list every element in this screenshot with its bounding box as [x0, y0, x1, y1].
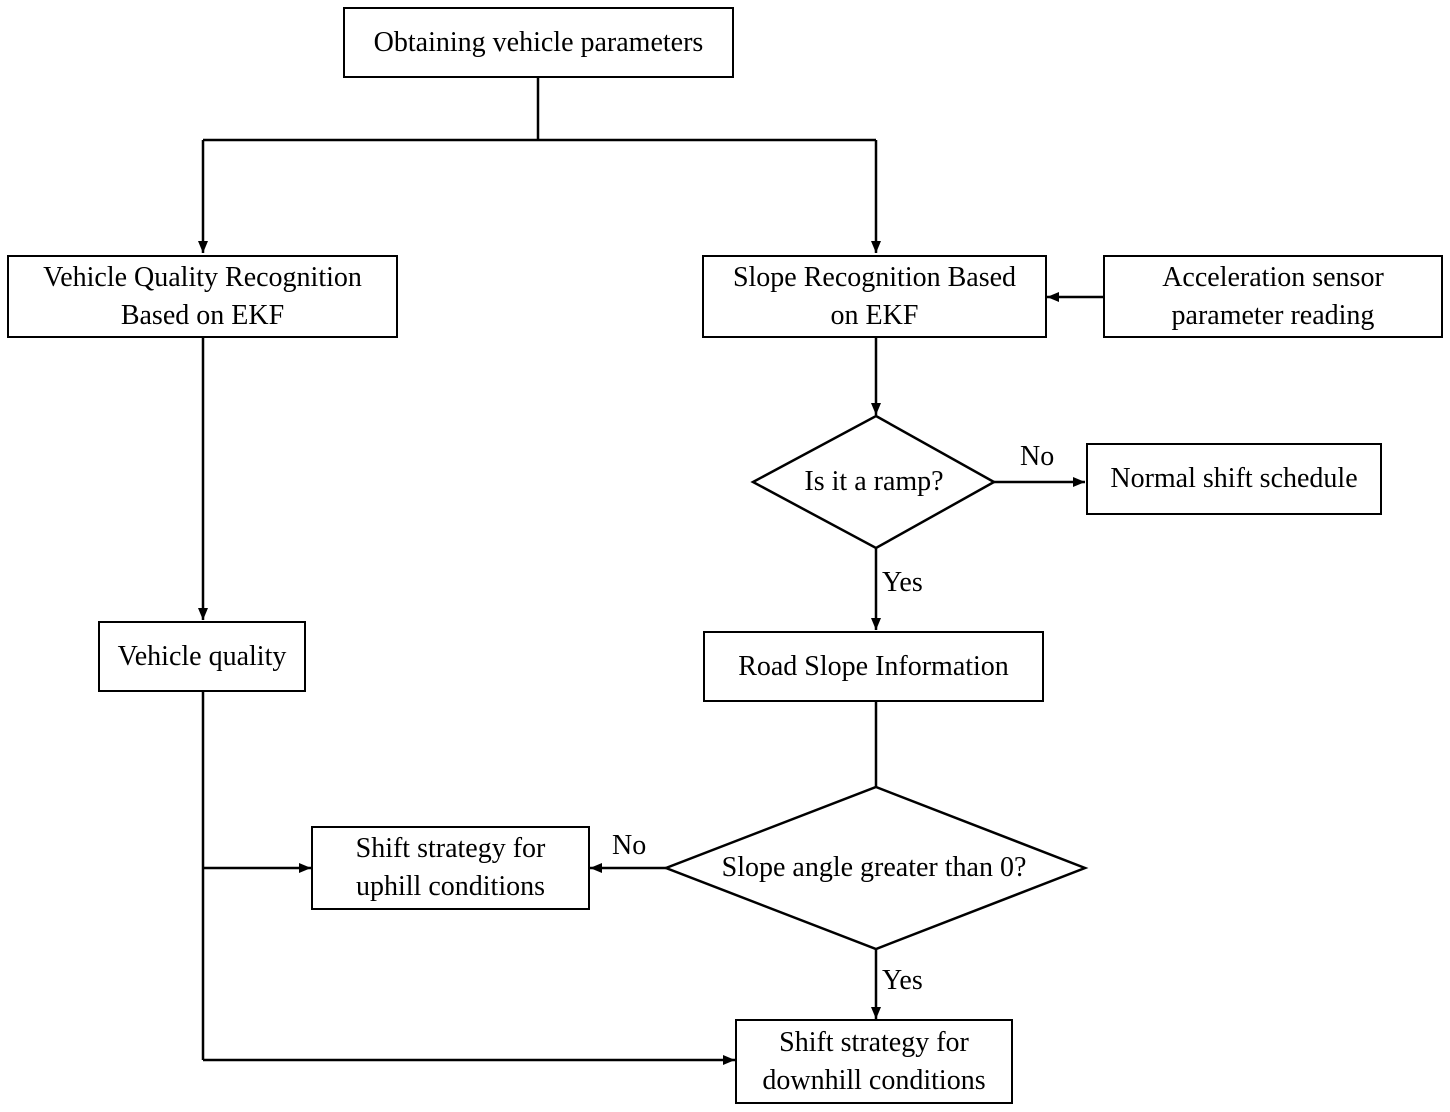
slope-angle-decision-diamond — [662, 785, 1089, 951]
ramp-decision-diamond — [750, 414, 997, 550]
normal-shift-schedule-box: Normal shift schedule — [1086, 443, 1382, 515]
vehicle-quality-recognition-box: Vehicle Quality Recognition Based on EKF — [7, 255, 398, 338]
road-slope-information-box: Road Slope Information — [703, 631, 1044, 702]
vehicle-quality-recognition-line-2: Based on EKF — [120, 299, 285, 331]
ramp-decision-text: Is it a ramp? — [804, 466, 944, 497]
obtain-parameters-label: Obtaining vehicle parameters — [373, 26, 704, 58]
ramp-yes-label: Yes — [882, 567, 923, 598]
downhill-strategy-line-2: downhill conditions — [762, 1064, 986, 1096]
acceleration-sensor-line-2: parameter reading — [1171, 299, 1375, 331]
obtain-parameters-box: Obtaining vehicle parameters — [343, 7, 734, 78]
ramp-no-label: No — [1020, 441, 1055, 472]
uphill-strategy-line-2: uphill conditions — [356, 871, 545, 902]
slope-no-label: No — [612, 830, 647, 861]
slope-angle-decision-text: Slope angle greater than 0? — [721, 852, 1027, 883]
uphill-strategy-line-1: Shift strategy for — [355, 833, 546, 864]
slope-recognition-line-2: on EKF — [830, 299, 919, 331]
slope-yes-label: Yes — [882, 965, 923, 996]
road-slope-information-label: Road Slope Information — [738, 650, 1009, 682]
acceleration-sensor-line-1: Acceleration sensor — [1162, 261, 1384, 293]
downhill-strategy-box: Shift strategy for downhill conditions — [735, 1019, 1013, 1104]
acceleration-sensor-box: Acceleration sensor parameter reading — [1103, 255, 1443, 338]
uphill-strategy-box: Shift strategy for uphill conditions — [311, 826, 590, 910]
downhill-strategy-line-1: Shift strategy for — [779, 1026, 969, 1058]
vehicle-quality-box: Vehicle quality — [98, 621, 306, 692]
slope-recognition-box: Slope Recognition Based on EKF — [702, 255, 1047, 338]
vehicle-quality-recognition-line-1: Vehicle Quality Recognition — [43, 261, 362, 293]
vehicle-quality-label: Vehicle quality — [117, 640, 287, 672]
slope-recognition-line-1: Slope Recognition Based — [732, 261, 1017, 293]
normal-shift-schedule-label: Normal shift schedule — [1110, 463, 1358, 494]
